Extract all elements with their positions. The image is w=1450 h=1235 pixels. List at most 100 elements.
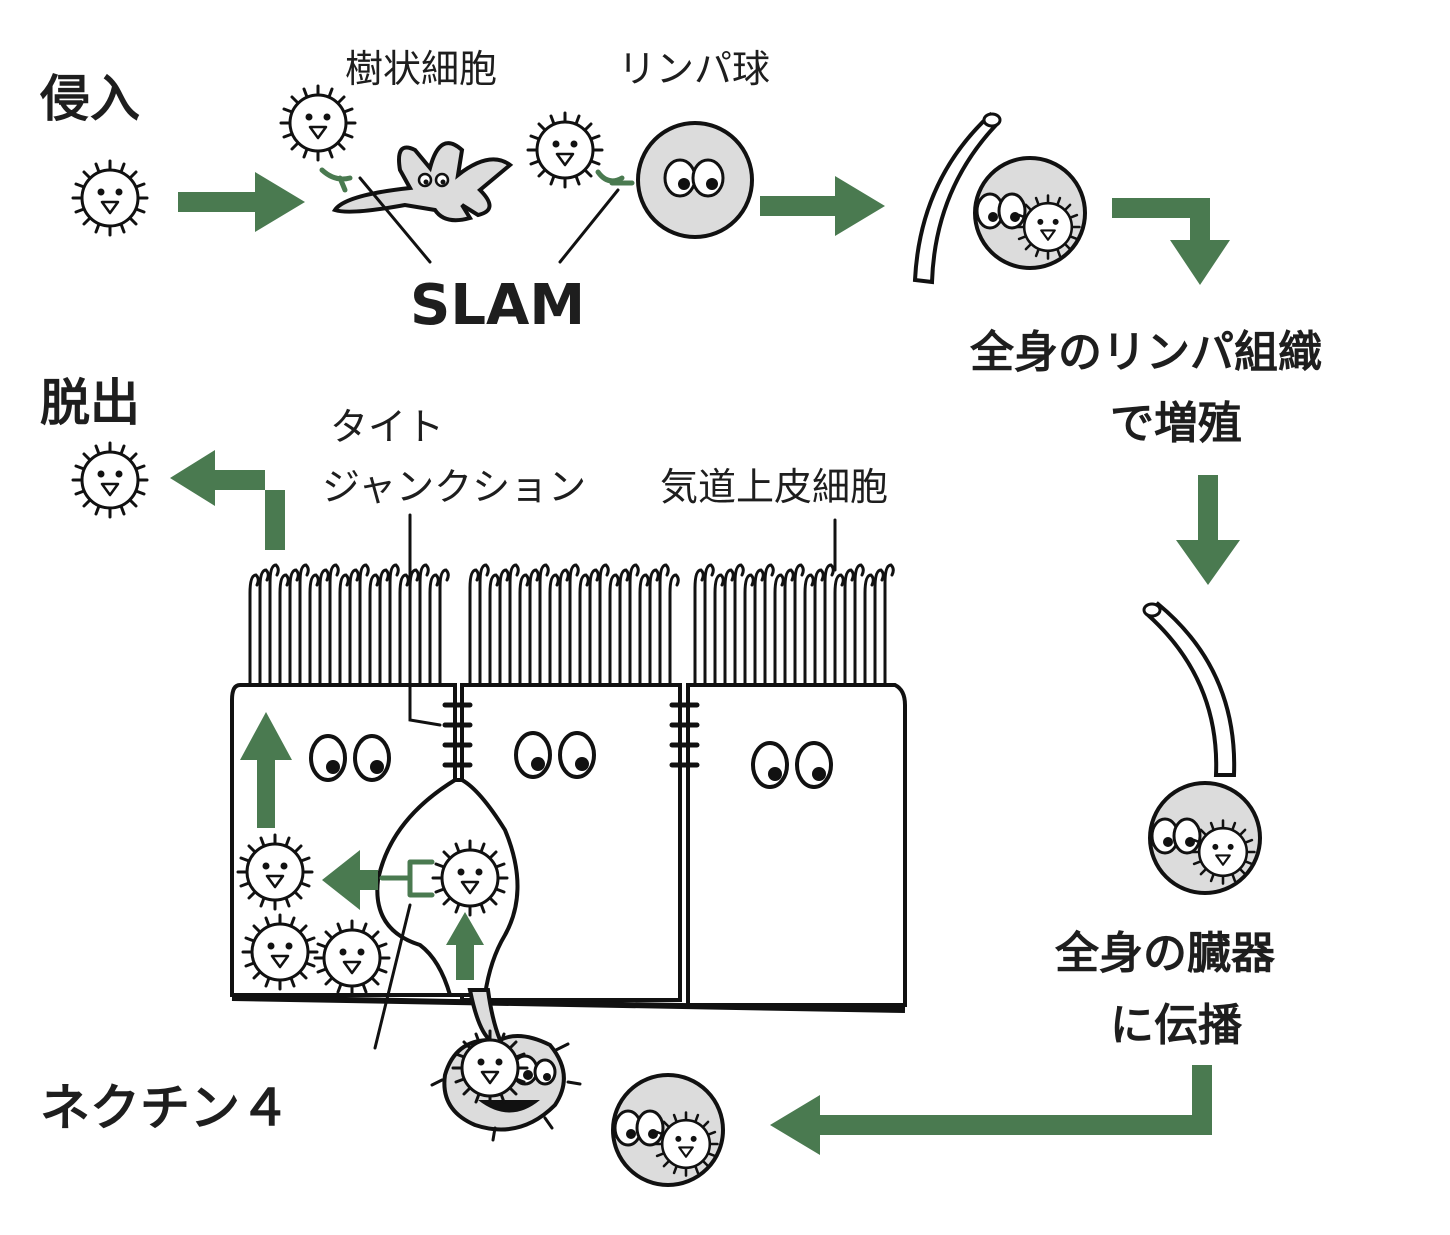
cilium-strand <box>368 573 380 687</box>
arrow-to-systemic-lymph <box>1112 198 1230 285</box>
cilium-strand <box>358 563 370 687</box>
label-airway-epithelium: 気道上皮細胞 <box>660 465 888 509</box>
cilium-strand <box>338 573 350 687</box>
cilium-strand <box>628 563 640 687</box>
cilium-strand <box>783 568 795 687</box>
cilium-strand <box>388 563 400 687</box>
slam-receptor-lymphocyte <box>595 169 635 186</box>
cilium-strand <box>873 568 885 687</box>
virus-exiting <box>71 441 149 519</box>
virus-in-cell-3 <box>313 919 391 997</box>
cilium-strand <box>588 568 600 687</box>
cilium-strand <box>713 573 725 687</box>
cilium-strand <box>668 573 680 687</box>
cilium-strand <box>298 563 310 687</box>
nectin4-pointer <box>373 903 412 1050</box>
cilium-strand <box>348 568 360 687</box>
nectin4-receptor <box>379 859 435 898</box>
slam-receptor-dendritic <box>319 167 353 193</box>
label-tight-junction-line1: タイト <box>330 405 444 449</box>
cilium-strand <box>248 573 260 687</box>
virus-binding-nectin4 <box>431 839 509 917</box>
cilium-strand <box>853 563 865 687</box>
arrow-down <box>1176 475 1240 585</box>
cilium-strand <box>578 573 590 687</box>
tight-junction-pointer <box>408 513 442 727</box>
cilium-strand <box>648 568 660 687</box>
cilium-strand <box>703 563 715 687</box>
cilium-strand <box>278 573 290 687</box>
arrow-up-small <box>446 912 484 980</box>
cilium-strand <box>378 568 390 687</box>
virus-in-cell-2 <box>241 913 319 991</box>
cilium-strand <box>518 573 530 687</box>
lymphocyte-cell <box>636 121 754 239</box>
label-dendritic-cell: 樹状細胞 <box>345 47 497 91</box>
cilium-strand <box>548 573 560 687</box>
cilium-strand <box>803 573 815 687</box>
lymph-vessel-top <box>912 111 1002 285</box>
epithelial-cell-right <box>686 683 907 1007</box>
cilium-strand <box>568 563 580 687</box>
cilium-strand <box>693 568 705 687</box>
virus-at-lymphocyte <box>526 111 604 189</box>
cilium-strand <box>608 573 620 687</box>
tight-junction-right <box>669 702 700 768</box>
virus-invading <box>71 159 149 237</box>
arrow-to-epithelium <box>770 1065 1212 1155</box>
label-lymphocyte: リンパ球 <box>618 47 770 91</box>
cilium-strand <box>743 573 755 687</box>
label-organs-line1: 全身の臓器 <box>1054 928 1276 979</box>
cilium-strand <box>793 563 805 687</box>
cilium-strand <box>883 563 895 687</box>
label-exit: 脱出 <box>40 374 140 432</box>
cilium-strand <box>258 568 270 687</box>
label-systemic-lymph-line2: で増殖 <box>1110 398 1242 449</box>
cilium-strand <box>638 573 650 687</box>
cilium-strand <box>773 573 785 687</box>
cilium-strand <box>658 563 670 687</box>
infected-lymphocyte-1 <box>975 158 1085 268</box>
cilium-strand <box>478 563 490 687</box>
cilium-strand <box>468 568 480 687</box>
arrow-up-in-cell <box>240 712 292 828</box>
label-slam: SLAM <box>410 273 585 338</box>
cilium-strand <box>823 563 835 687</box>
cilium-strand <box>328 563 340 687</box>
label-nectin4: ネクチン４ <box>40 1079 290 1137</box>
cilium-strand <box>618 568 630 687</box>
cilium-strand <box>398 573 410 687</box>
arrow-left-in-cell <box>322 850 378 910</box>
cilium-strand <box>508 563 520 687</box>
label-systemic-lymph-line1: 全身のリンパ組織 <box>969 327 1322 378</box>
cilium-strand <box>288 568 300 687</box>
label-organs-line2: に伝播 <box>1110 1000 1243 1051</box>
arrow-invasion <box>178 172 305 232</box>
virus-in-cell-1 <box>236 833 314 911</box>
label-invasion: 侵入 <box>39 70 140 128</box>
cilium-strand <box>488 573 500 687</box>
cilium-strand <box>763 563 775 687</box>
cilium-strand <box>528 568 540 687</box>
infected-lymphocyte-2 <box>1150 783 1260 893</box>
cilium-strand <box>428 573 440 687</box>
cilium-strand <box>843 568 855 687</box>
cilium-strand <box>723 568 735 687</box>
cilium-strand <box>538 563 550 687</box>
label-tight-junction-line2: ジャンクション <box>322 465 586 509</box>
cilium-strand <box>268 563 280 687</box>
lymph-vessel-right <box>1142 601 1237 777</box>
cilium-strand <box>558 568 570 687</box>
arrow-exit <box>170 450 285 550</box>
cilium-strand <box>318 568 330 687</box>
cilium-strand <box>418 563 430 687</box>
cilium-strand <box>438 568 450 687</box>
cilium-strand <box>733 563 745 687</box>
cilia <box>248 563 895 687</box>
infected-lymphocyte-3 <box>613 1075 723 1185</box>
tight-junction-left <box>442 702 473 768</box>
cilium-strand <box>598 563 610 687</box>
slam-pointer-left <box>358 176 432 264</box>
basement-membrane <box>231 995 906 1013</box>
